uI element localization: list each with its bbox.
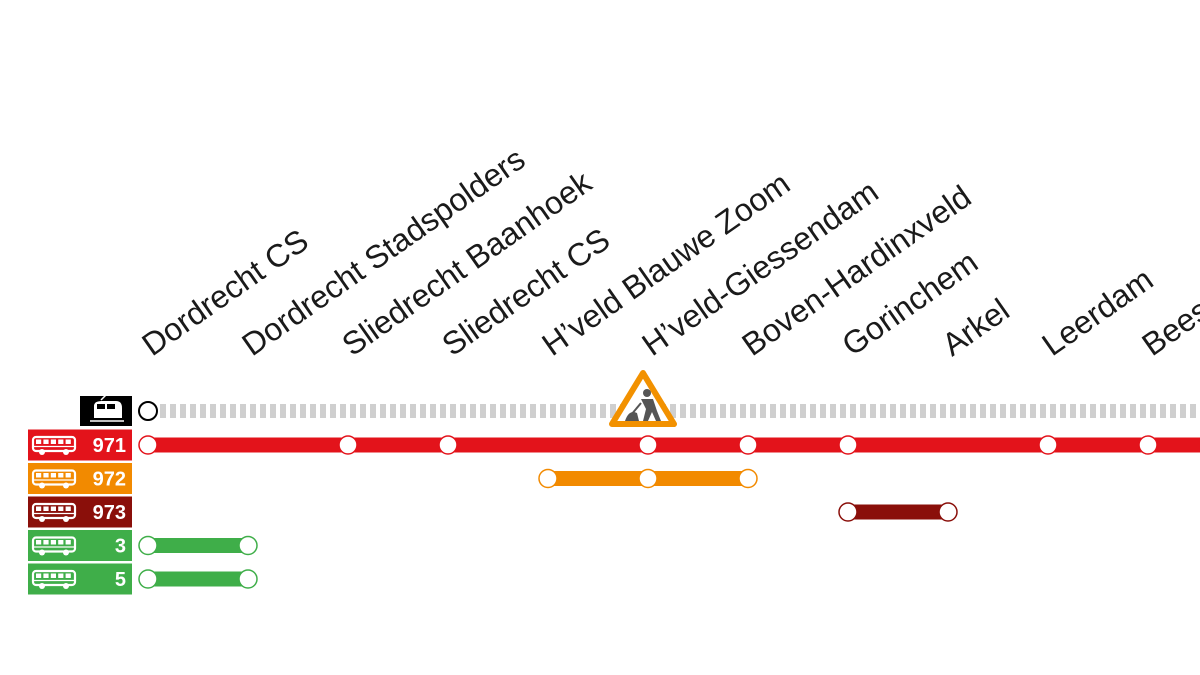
route-stop-marker <box>338 435 358 455</box>
bus-routes: 971 972 973 3 5 <box>28 429 1200 595</box>
route-badge-5: 5 <box>28 563 132 595</box>
bus-icon <box>31 435 77 455</box>
train-badge <box>80 394 132 426</box>
route-number: 971 <box>93 435 126 457</box>
route-row-973: 973 <box>28 496 958 528</box>
route-badge-973: 973 <box>28 496 132 528</box>
stop-label: Dordrecht CS <box>135 222 314 363</box>
train-icon <box>90 394 124 422</box>
route-stop-marker <box>838 502 858 522</box>
route-stop-marker <box>438 435 458 455</box>
route-stop-marker <box>638 468 658 489</box>
route-stop-marker <box>738 435 758 455</box>
train-stop-marker <box>138 401 158 421</box>
route-badge-bg <box>28 463 132 494</box>
route-row-5: 5 <box>28 563 258 595</box>
route-badge-bg <box>28 530 132 561</box>
route-stop-marker <box>1038 435 1058 455</box>
route-stop-marker <box>138 435 158 455</box>
route-badge-bg <box>28 496 132 528</box>
route-row-3: 3 <box>28 530 258 561</box>
bus-icon <box>31 536 77 556</box>
route-badge-bg <box>28 429 132 461</box>
route-badge-bg <box>28 563 132 595</box>
route-stop-marker <box>638 435 658 455</box>
stop-label: Leerdam <box>1035 261 1159 363</box>
route-stop-marker <box>738 468 758 489</box>
route-stop-marker <box>138 569 158 589</box>
route-stop-marker <box>238 535 258 556</box>
route-stop-marker <box>838 435 858 455</box>
route-stop-marker <box>538 468 558 489</box>
route-stop-marker <box>238 569 258 589</box>
route-badge-3: 3 <box>28 530 132 561</box>
roadworks-warning-icon <box>609 370 677 427</box>
route-stop-marker <box>1138 435 1158 455</box>
route-stop-marker <box>138 535 158 556</box>
route-stop-marker <box>938 502 958 522</box>
bus-icon <box>31 502 77 522</box>
route-badge-972: 972 <box>28 463 132 494</box>
route-number: 973 <box>93 502 126 524</box>
route-number: 972 <box>93 469 126 491</box>
route-row-972: 972 <box>28 463 758 494</box>
route-row-971: 971 <box>28 429 1200 461</box>
stop-label: Arkel <box>935 291 1015 362</box>
route-number: 3 <box>115 536 126 558</box>
train-row <box>80 370 1200 427</box>
route-number: 5 <box>115 569 126 591</box>
bus-icon <box>31 569 77 589</box>
route-badge-971: 971 <box>28 429 132 461</box>
bus-icon <box>31 469 77 489</box>
